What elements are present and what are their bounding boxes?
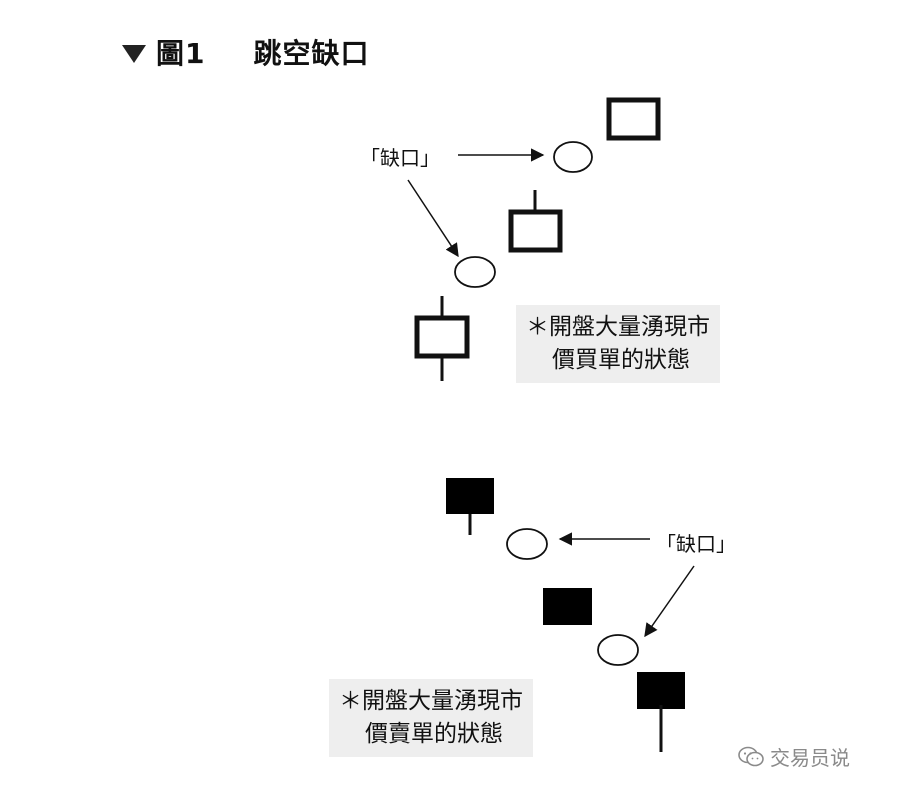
note-sell-line-2: 價賣單的狀態 <box>365 721 503 747</box>
candle-up-3 <box>606 97 661 141</box>
gap-marker-down-upper <box>506 528 548 560</box>
gap-marker-up-lower <box>454 256 496 288</box>
candle-down-1 <box>446 478 494 535</box>
watermark: 交易员说 <box>738 742 850 771</box>
arrow-up-diagonal <box>407 179 459 258</box>
note-buy-line-1: ＊開盤大量湧現市 <box>526 314 710 340</box>
gap-marker-up-upper <box>553 141 593 173</box>
candle-up-2 <box>508 190 563 253</box>
note-buy-orders: ＊開盤大量湧現市 價買單的狀態 <box>516 305 720 383</box>
triangle-down-icon <box>122 45 146 63</box>
candle-down-2 <box>543 588 592 625</box>
figure-title: 圖1 跳空缺口 <box>122 30 370 74</box>
arrow-down-diagonal <box>644 565 695 638</box>
figure-number: 圖1 <box>156 37 206 70</box>
note-sell-line-1: ＊開盤大量湧現市 <box>339 688 523 714</box>
candle-down-3 <box>637 672 685 752</box>
gap-label-lower: 「缺口」 <box>656 532 736 556</box>
gap-marker-down-lower <box>597 634 639 666</box>
gap-label-upper: 「缺口」 <box>360 146 440 170</box>
watermark-text: 交易员说 <box>770 746 850 770</box>
note-sell-orders: ＊開盤大量湧現市 價賣單的狀態 <box>329 679 533 757</box>
wechat-icon <box>738 746 764 766</box>
candle-up-1 <box>414 296 470 381</box>
note-buy-line-2: 價買單的狀態 <box>552 347 690 373</box>
figure-caption: 跳空缺口 <box>253 37 370 70</box>
